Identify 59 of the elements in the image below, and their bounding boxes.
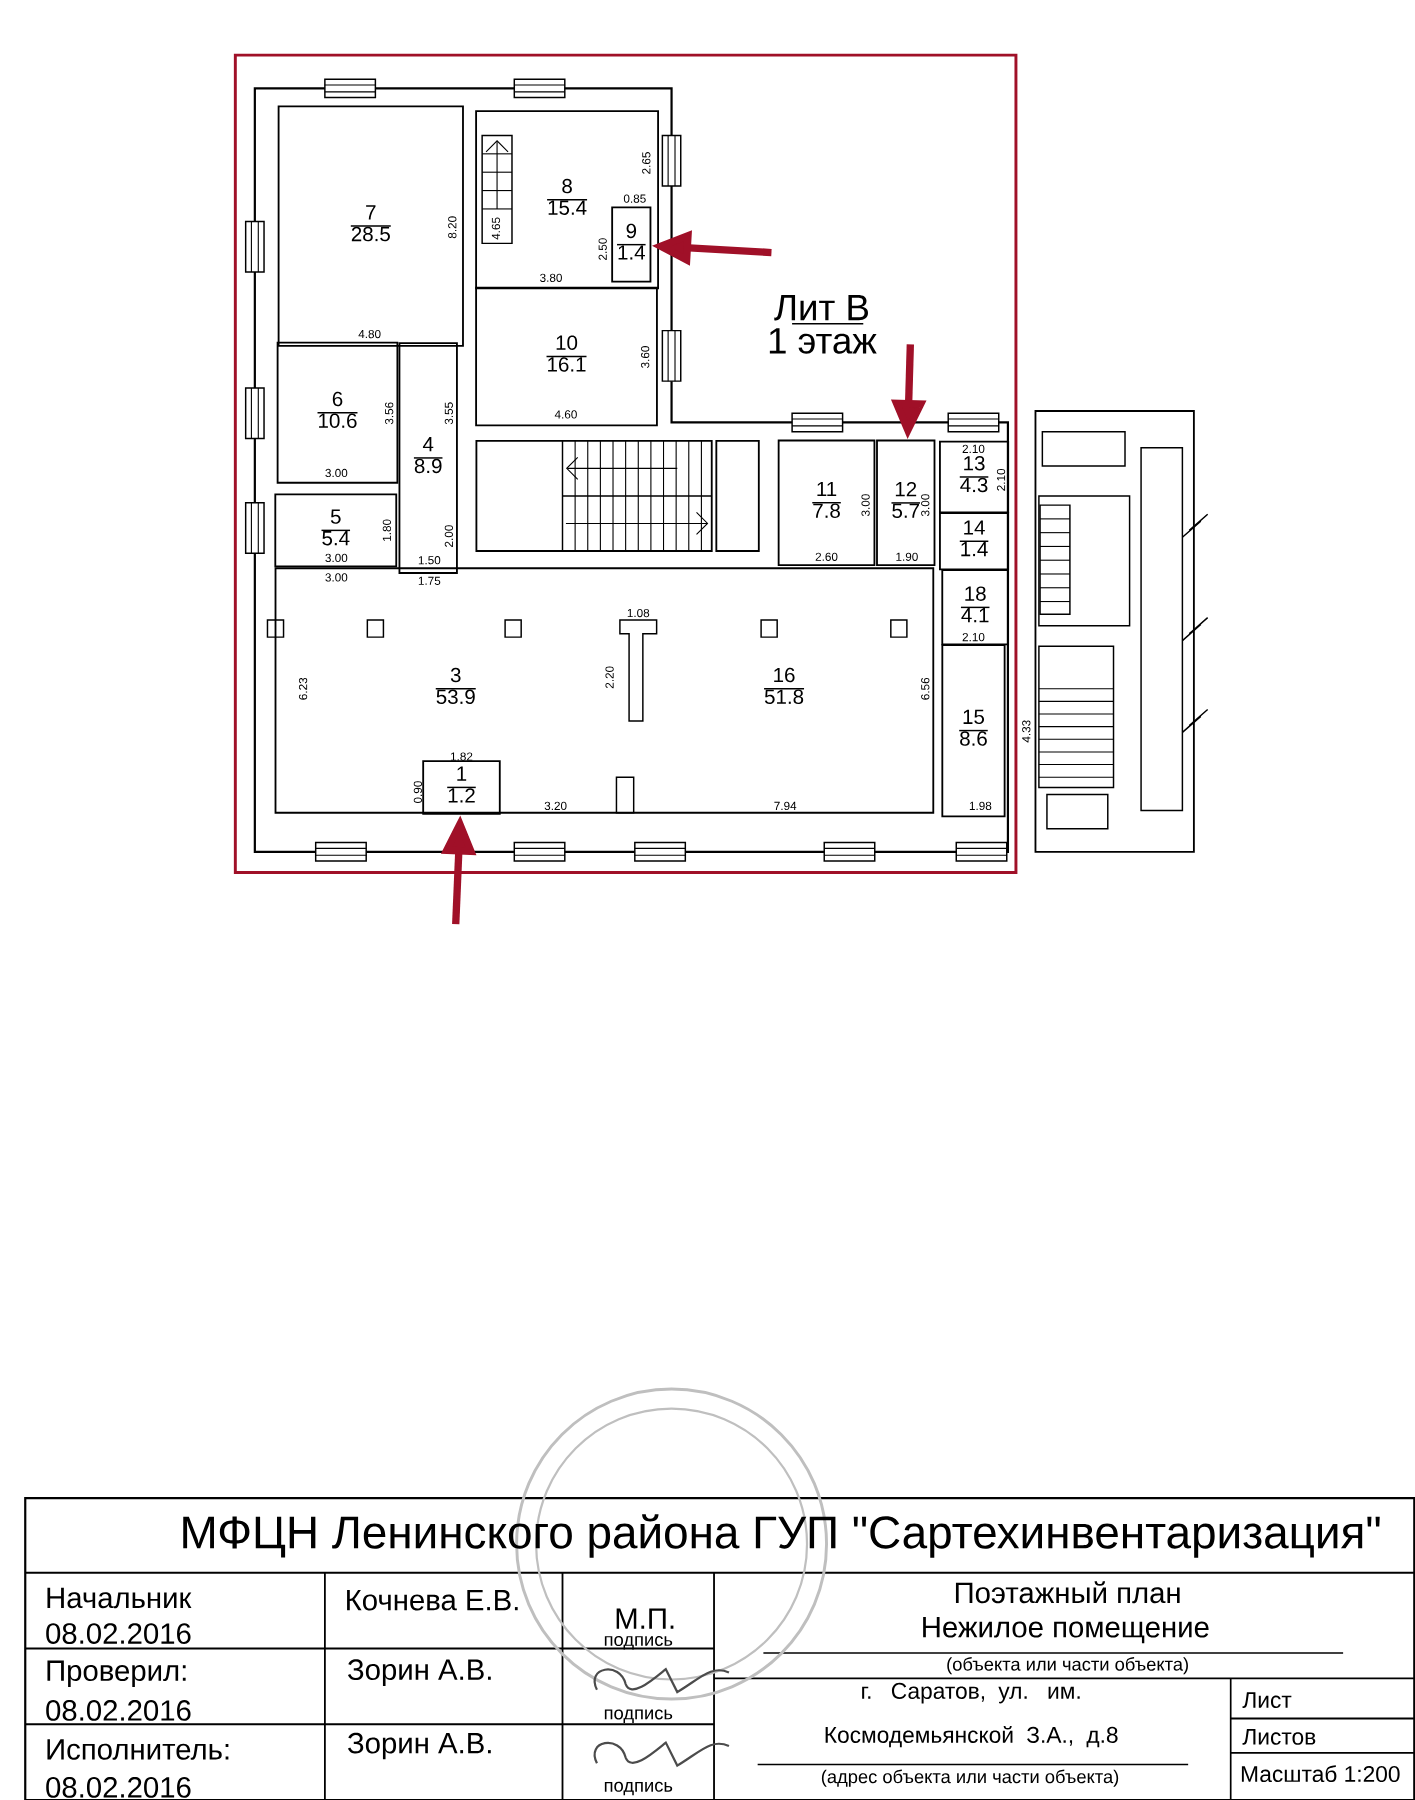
- room-box: 14 1.4: [938, 512, 1009, 571]
- signature-caption: подпись: [604, 1635, 672, 1650]
- dimension-label: 1.50: [418, 556, 441, 565]
- sheet-label: Лист: [1242, 1692, 1292, 1709]
- dimension-label: 3.55: [444, 402, 453, 425]
- dimension-label: 4.60: [554, 410, 577, 419]
- address-text: г. Саратов, ул. им. Космодемьянской З.А., д.8: [825, 1682, 1118, 1748]
- room-box: 1 1.2: [422, 760, 501, 815]
- dimension-label: 2.60: [815, 552, 838, 561]
- dimension-label: 4.80: [358, 329, 381, 339]
- dimension-label: 1.80: [382, 519, 391, 541]
- dimension-label: 7.94: [774, 801, 797, 811]
- dimension-label: 2.65: [641, 152, 651, 174]
- seal-label: М.П.: [616, 1608, 674, 1629]
- dimension-label: 1.90: [896, 552, 918, 561]
- date-text: 08.02.2016: [46, 1623, 191, 1644]
- field-caption: (адрес объекта или части объекта): [821, 1769, 1118, 1787]
- level-label: Лит В: [774, 294, 868, 321]
- role-label: Начальник: [47, 1587, 192, 1609]
- dimension-label: 2.10: [996, 468, 1005, 491]
- date-text: 08.02.2016: [46, 1700, 191, 1721]
- dimension-label: 1.98: [969, 801, 992, 811]
- dimension-label: 1.75: [418, 576, 441, 585]
- dimension-label: 3.00: [920, 494, 930, 517]
- dimension-label: 2.20: [605, 666, 614, 689]
- role-label: Исполнитель:: [47, 1739, 229, 1760]
- dimension-label: 3.60: [640, 346, 650, 368]
- dimension-label: 3.00: [325, 553, 348, 563]
- role-label: Проверил:: [47, 1660, 186, 1687]
- dimension-label: 8.20: [447, 216, 457, 239]
- name-text: Зорин А.В.: [347, 1659, 491, 1686]
- name-text: Кочнева Е.В.: [346, 1590, 518, 1611]
- document-type-text: Поэтажный план: [955, 1581, 1180, 1604]
- scale-label: Масштаб 1:200: [1241, 1765, 1400, 1783]
- date-text: 08.02.2016: [46, 1777, 191, 1798]
- dimension-label: 3.56: [384, 402, 394, 425]
- dimension-label: 4.33: [1021, 720, 1031, 743]
- dimension-label: 6.56: [920, 677, 930, 700]
- level-label: 1 этаж: [769, 328, 877, 354]
- dimension-label: 6.23: [298, 677, 307, 700]
- room-label: 16 51.8: [763, 667, 805, 705]
- name-text: Зорин А.В.: [347, 1732, 491, 1760]
- dimension-label: 4.65: [491, 217, 500, 240]
- signature-caption: подпись: [604, 1709, 672, 1723]
- dimension-label: 3.00: [325, 468, 348, 478]
- object-text: Нежилое помещение: [922, 1617, 1209, 1644]
- dimension-label: 2.10: [962, 633, 985, 642]
- field-caption: (объекта или части объекта): [947, 1657, 1188, 1675]
- dimension-label: 2.00: [444, 525, 453, 547]
- dimension-label: 3.00: [861, 494, 870, 517]
- sheets-label: Листов: [1242, 1728, 1316, 1745]
- dimension-label: 2.10: [962, 444, 985, 453]
- room-label: 3 53.9: [434, 667, 477, 705]
- dimension-label: 1.08: [627, 608, 649, 618]
- dimension-label: 2.50: [598, 238, 607, 260]
- signature-caption: подпись: [604, 1781, 672, 1796]
- dimension-label: 3.20: [544, 801, 567, 811]
- title-text: МФЦН Ленинского района ГУП "Сартехинвентаризация": [183, 1514, 1380, 1558]
- room-box: 9 1.4: [611, 206, 652, 283]
